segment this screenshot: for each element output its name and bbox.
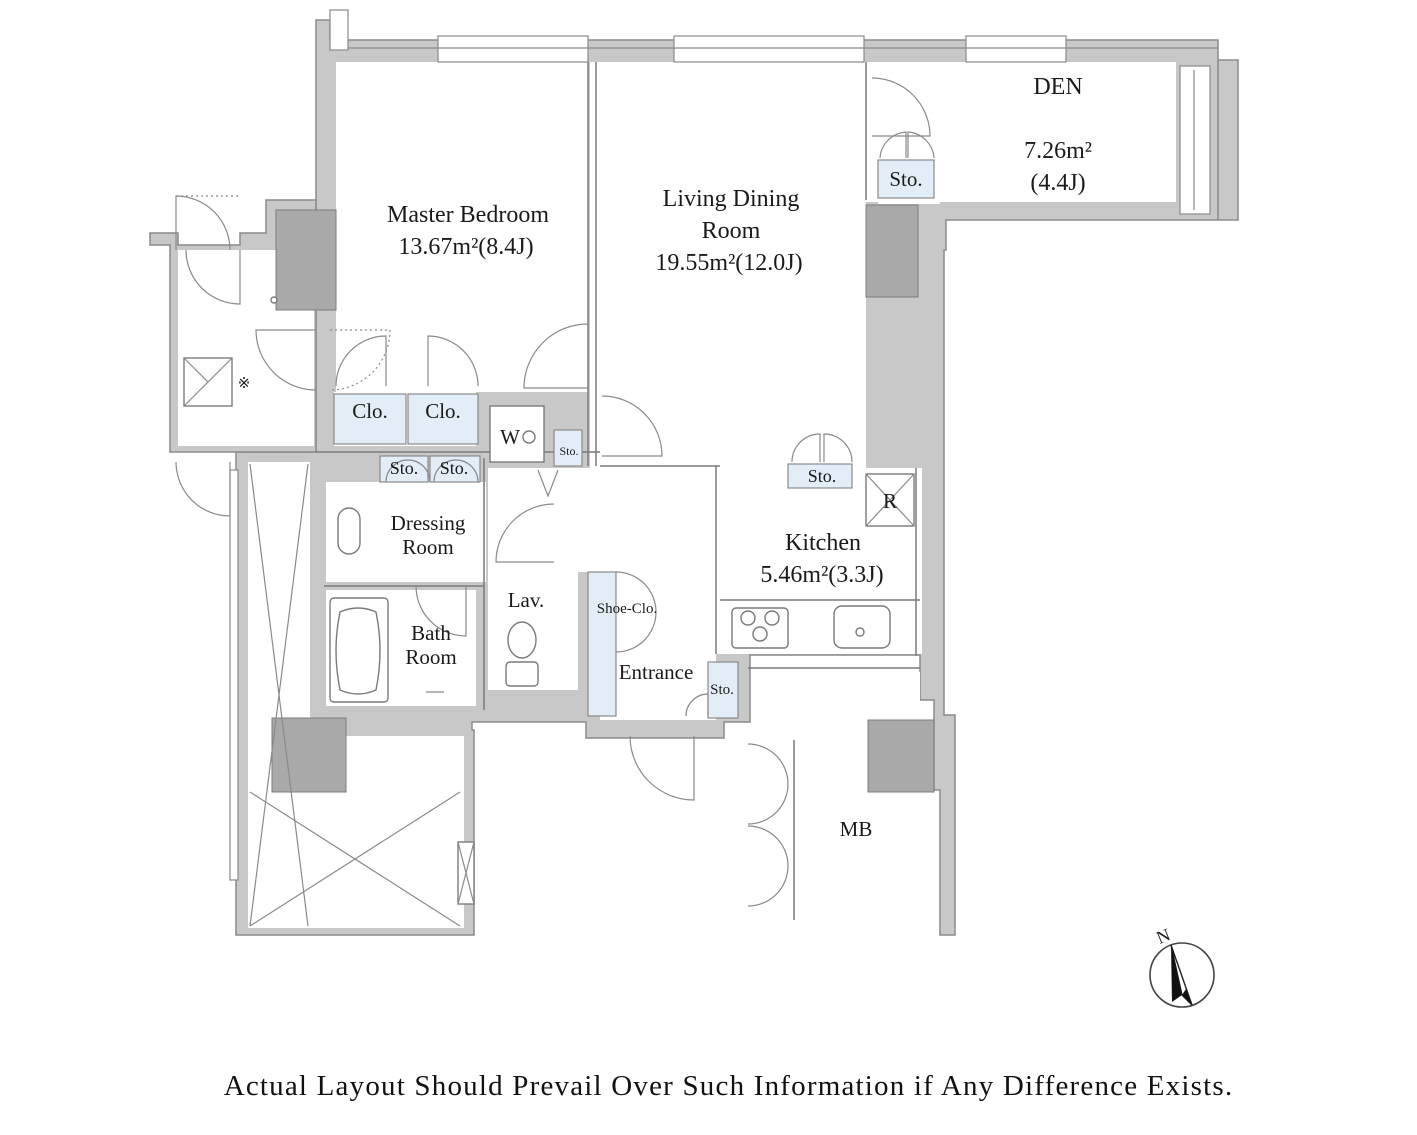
living-dining-name-line2: Room: [702, 218, 761, 244]
closet-2-label: Clo.: [425, 399, 461, 423]
entrance-storage-label: Sto.: [710, 682, 734, 698]
compass-north-label: N: [1153, 924, 1173, 947]
windows: [229, 9, 1218, 881]
dressing-storage-2-label: Sto.: [440, 458, 469, 478]
shoe-closet-label: Shoe-Clo.: [597, 601, 657, 617]
doors: [175, 77, 935, 907]
meter-box-name: MB: [840, 817, 873, 841]
balcony-note-mark: ※: [238, 376, 251, 392]
closet-1-label: Clo.: [352, 399, 388, 423]
lavatory-name: Lav.: [508, 588, 545, 612]
fixture-labels: W R ※: [238, 296, 897, 513]
bath-room-name-line2: Room: [405, 645, 456, 669]
storage-labels: Clo. Clo. Sto. Sto. Sto. Sto. Sto. Sto. …: [352, 167, 922, 698]
disclaimer-text: Actual Layout Should Prevail Over Such I…: [223, 1070, 1234, 1102]
outlet-icon: [270, 296, 278, 304]
living-dining-area: 19.55m²(12.0J): [655, 250, 802, 276]
washer-label: W: [500, 425, 520, 449]
columns: [271, 204, 935, 793]
north-compass-icon: N: [1149, 924, 1215, 1008]
den-area: 7.26m²: [1024, 138, 1092, 164]
washer-drain-icon: [522, 430, 536, 444]
room-labels: Master Bedroom 13.67m²(8.4J) Living Dini…: [387, 74, 1092, 841]
kitchen-name: Kitchen: [785, 530, 861, 556]
dressing-storage-1-label: Sto.: [390, 458, 419, 478]
den-name: DEN: [1033, 74, 1082, 100]
kitchen-area: 5.46m²(3.3J): [760, 562, 883, 588]
den-size: (4.4J): [1030, 170, 1085, 196]
refrigerator-label: R: [883, 489, 897, 513]
master-bedroom-name: Master Bedroom: [387, 202, 549, 228]
kitchen-storage-label: Sto.: [808, 466, 837, 486]
den-storage-label: Sto.: [889, 167, 922, 191]
bath-room-name-line1: Bath: [411, 621, 451, 645]
living-dining-name-line1: Living Dining: [663, 186, 800, 212]
dressing-room-name-line2: Room: [402, 535, 453, 559]
entrance-name: Entrance: [619, 660, 694, 684]
master-bedroom-area: 13.67m²(8.4J): [398, 234, 533, 260]
balcony-hatching: [183, 357, 475, 927]
fixtures: [329, 473, 915, 703]
hall-storage-label: Sto.: [559, 444, 578, 458]
dressing-room-name-line1: Dressing: [391, 511, 466, 535]
storage-blocks: [333, 159, 935, 719]
partitions: [316, 62, 920, 920]
